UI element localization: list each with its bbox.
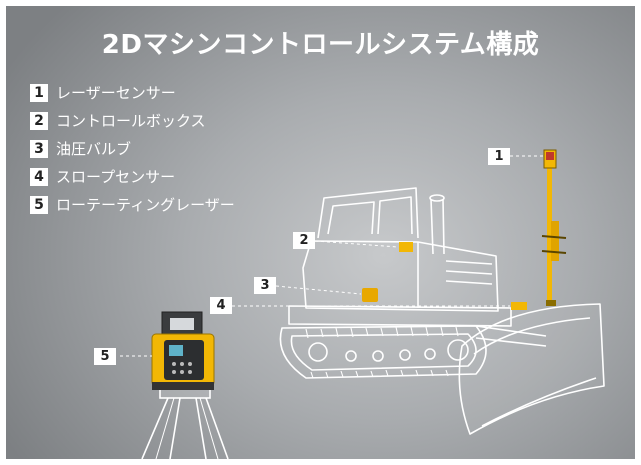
diagram-title: 2Dマシンコントロールシステム構成: [101, 30, 540, 60]
rotating-laser: [151, 311, 215, 390]
legend-number: 5: [30, 195, 48, 214]
legend-number: 4: [30, 167, 48, 186]
control-box: [399, 242, 413, 252]
legend-label: コントロールボックス: [56, 112, 206, 130]
leader-lines: [120, 155, 544, 357]
legend-item-3: 3 油圧バルブ: [30, 138, 131, 159]
tripod: [141, 387, 229, 459]
legend-item-5: 5 ローテーティングレーザー: [30, 194, 235, 215]
legend-item-4: 4 スロープセンサー: [30, 166, 175, 187]
legend-item-1: 1 レーザーセンサー: [30, 82, 176, 103]
laser-sensor-mast: [541, 149, 567, 306]
callout-3: 3: [254, 277, 276, 294]
callout-1: 1: [488, 148, 510, 165]
bulldozer: [279, 187, 605, 435]
callout-2: 2: [293, 232, 315, 249]
legend-number: 3: [30, 139, 48, 158]
legend-number: 2: [30, 111, 48, 130]
legend-label: レーザーセンサー: [56, 84, 176, 102]
hydraulic-valve: [362, 288, 378, 302]
callout-5: 5: [94, 348, 116, 365]
slope-sensor: [511, 302, 527, 310]
legend-label: ローテーティングレーザー: [56, 196, 235, 214]
legend-item-2: 2 コントロールボックス: [30, 110, 206, 131]
legend-number: 1: [30, 83, 48, 102]
legend-label: スロープセンサー: [56, 168, 176, 186]
legend-label: 油圧バルブ: [56, 140, 132, 158]
illustration: [120, 149, 605, 459]
callout-4: 4: [210, 297, 232, 314]
